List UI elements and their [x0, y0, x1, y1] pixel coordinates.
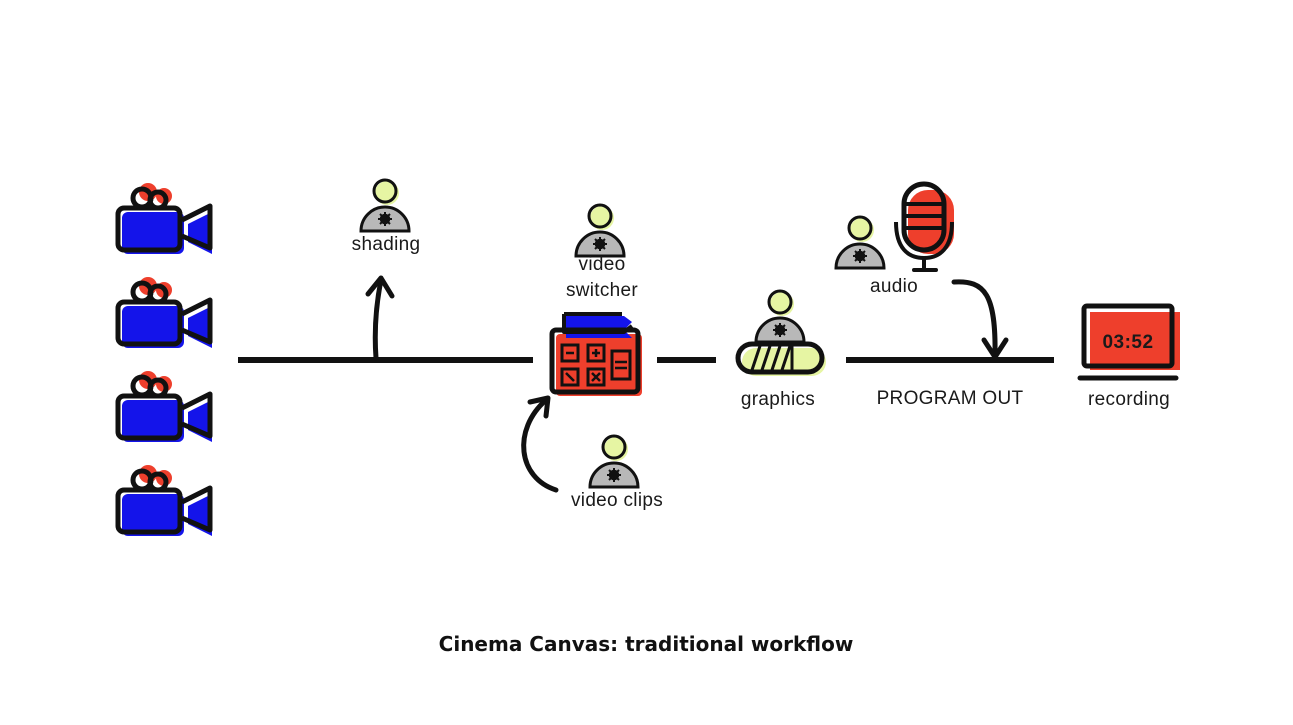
- diagram-caption: Cinema Canvas: traditional workflow: [438, 632, 854, 656]
- microphone-icon: [894, 181, 954, 272]
- audio-arrow-head: [981, 337, 1009, 360]
- graphics-operator-icon: [754, 289, 806, 344]
- video-switcher-icon: [549, 312, 642, 396]
- video-clips-label: video clips: [570, 490, 664, 511]
- video-clips-arrow-head: [527, 395, 551, 419]
- graphics-label: graphics: [740, 389, 816, 410]
- shading-arrow-head: [365, 275, 395, 299]
- camera-icon-2: [118, 277, 212, 348]
- shading-label: shading: [351, 234, 421, 255]
- recording-timer: 03:52: [1102, 332, 1154, 353]
- shading-arrow: [372, 277, 384, 361]
- audio-label: audio: [870, 276, 918, 297]
- video-switcher-label-line2: switcher: [565, 280, 639, 301]
- program-out-label: PROGRAM OUT: [876, 388, 1024, 409]
- video-clips-arrow: [521, 397, 559, 493]
- recording-label: recording: [1088, 389, 1170, 410]
- camera-icon-3: [118, 371, 212, 442]
- audio-arrow: [951, 279, 998, 358]
- video-switcher-label-line1: video: [578, 254, 626, 275]
- camera-icon-4: [118, 465, 212, 536]
- audio-operator-icon: [834, 215, 886, 270]
- video-switcher-operator-icon: [574, 203, 626, 258]
- camera-icon-1: [118, 183, 212, 254]
- recording-laptop-icon: [1077, 303, 1180, 381]
- graphics-bar-icon: [735, 341, 826, 376]
- video-clips-operator-icon: [588, 434, 640, 489]
- shading-operator-icon: [359, 178, 411, 233]
